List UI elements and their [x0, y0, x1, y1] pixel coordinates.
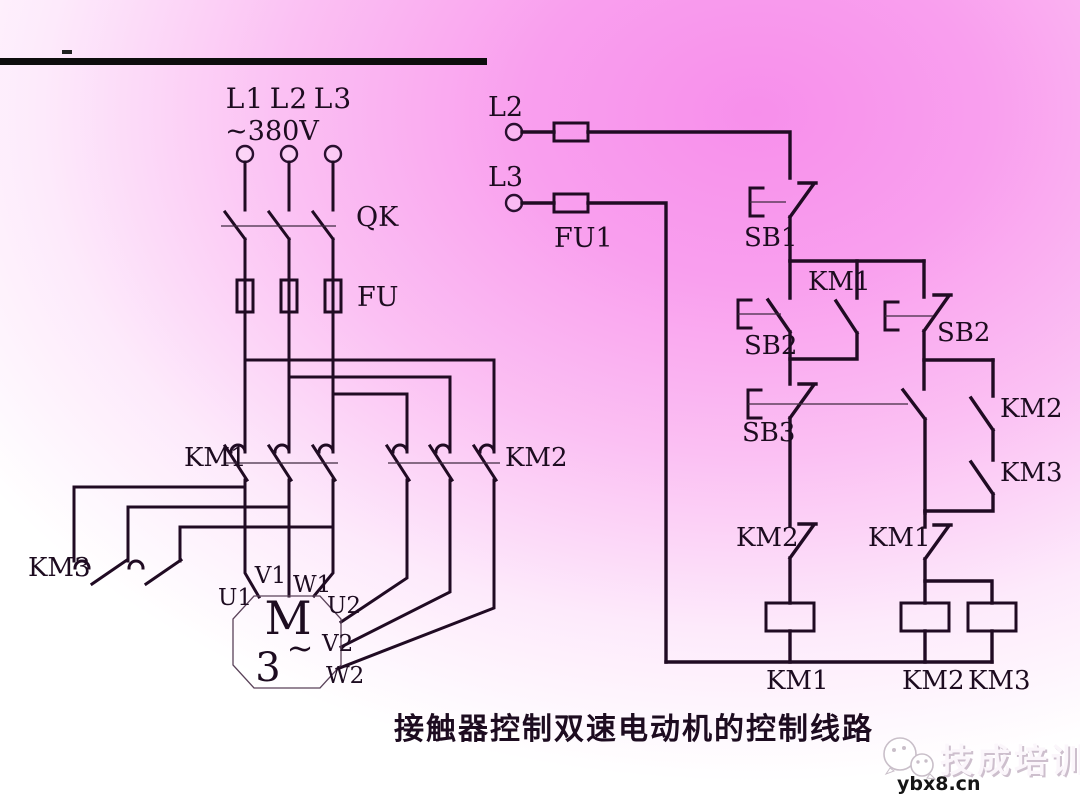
- sb3-speed-button: [746, 382, 928, 528]
- fu-label: FU: [357, 282, 399, 313]
- ctl-l2-terminal: [504, 122, 524, 142]
- km2-selfhold-label: KM2: [1000, 394, 1063, 424]
- watermark-site: ybx8.cn: [897, 773, 980, 795]
- terminal-w1-label: W1: [293, 572, 331, 598]
- km2-main-label: KM2: [505, 443, 568, 473]
- km3-main-label: KM3: [28, 553, 91, 583]
- terminal-w2-label: W2: [326, 663, 364, 689]
- motor: M ~ 3 U1 V1 W1 U2 V2 W2: [218, 563, 364, 691]
- supply-terminals: [235, 144, 343, 164]
- fu1-fuse-l2: [552, 121, 590, 143]
- sb2-start-no-contact: [736, 259, 793, 386]
- motor-lead-wires: [243, 478, 496, 671]
- km1-selfhold-contact: [788, 259, 860, 361]
- terminal-v1-label: V1: [254, 563, 286, 589]
- km1-main-label: KM1: [184, 443, 247, 473]
- km2-coil-label: KM2: [902, 666, 965, 696]
- voltage-label: ~380V: [225, 116, 319, 147]
- motor-ac-symbol: ~: [287, 629, 314, 667]
- qk-knife-switch: [221, 160, 336, 282]
- km2-coil: [899, 601, 951, 633]
- ctl-l2-wire: [520, 130, 792, 180]
- km2-selfhold-contact: [968, 358, 996, 462]
- top-rule: [0, 58, 487, 65]
- km3-coil-label: KM3: [968, 666, 1031, 696]
- sb2-no-label: SB2: [744, 331, 797, 361]
- km1-selfhold-label: KM1: [808, 267, 871, 297]
- km2-interlock-label: KM2: [736, 523, 799, 553]
- fu1-fuse-l3: [552, 192, 590, 214]
- control-circuit: L2 L3 FU1 SB1 KM1 SB2: [488, 92, 1063, 696]
- km1-interlock-contact: [922, 509, 953, 605]
- sb2-start-nc-contact: [883, 259, 995, 391]
- terminal-v2-label: V2: [321, 631, 353, 657]
- ctl-l3-label: L3: [488, 162, 523, 193]
- phase-l3-label: L3: [314, 82, 352, 115]
- power-circuit: L1 L2 L3 ~380V QK FU: [28, 82, 568, 691]
- sb1-label: SB1: [744, 223, 797, 253]
- km3-selfhold-label: KM3: [1000, 458, 1063, 488]
- km2-main-contacts: [384, 443, 500, 483]
- km3-coil: [966, 601, 1018, 633]
- contactor-coils: [664, 579, 1018, 664]
- km2-interlock-contact: [787, 522, 818, 605]
- watermark-brand: 技成培训: [940, 741, 1080, 780]
- km3-star-contacts: [72, 485, 335, 587]
- fu-fuses: [235, 278, 343, 314]
- slide-title: 接触器控制双速电动机的控制线路: [394, 712, 874, 747]
- km1-coil: [764, 601, 816, 633]
- terminal-u1-label: U1: [218, 585, 252, 611]
- phase-l1-label: L1: [226, 82, 264, 115]
- km1-coil-label: KM1: [766, 666, 829, 696]
- motor-octagon: [232, 595, 342, 689]
- km1-main-contacts: [222, 443, 338, 483]
- watermark-brand-shadow: 技成培训: [942, 743, 1080, 782]
- sb3-label: SB3: [742, 418, 795, 448]
- km3-selfhold-contact: [923, 459, 996, 513]
- top-dash: [62, 50, 72, 54]
- phase-branch-wires: [243, 310, 496, 454]
- qk-label: QK: [356, 202, 399, 233]
- terminal-u2-label: U2: [327, 593, 361, 619]
- motor-letter: M: [264, 591, 311, 645]
- motor-phase-count: 3: [255, 645, 280, 691]
- ctl-l3-terminal: [504, 193, 524, 213]
- phase-l2-label: L2: [270, 82, 308, 115]
- ctl-l3-wire: [520, 201, 668, 664]
- watermark: 技成培训 技成培训 ybx8.cn: [883, 737, 1080, 795]
- wechat-icon: [883, 737, 937, 780]
- km1-interlock-label: KM1: [868, 523, 931, 553]
- ctl-l2-label: L2: [488, 92, 523, 123]
- sb1-stop-button: [748, 181, 818, 263]
- sb2-nc-label: SB2: [937, 318, 990, 348]
- fu1-label: FU1: [554, 223, 613, 254]
